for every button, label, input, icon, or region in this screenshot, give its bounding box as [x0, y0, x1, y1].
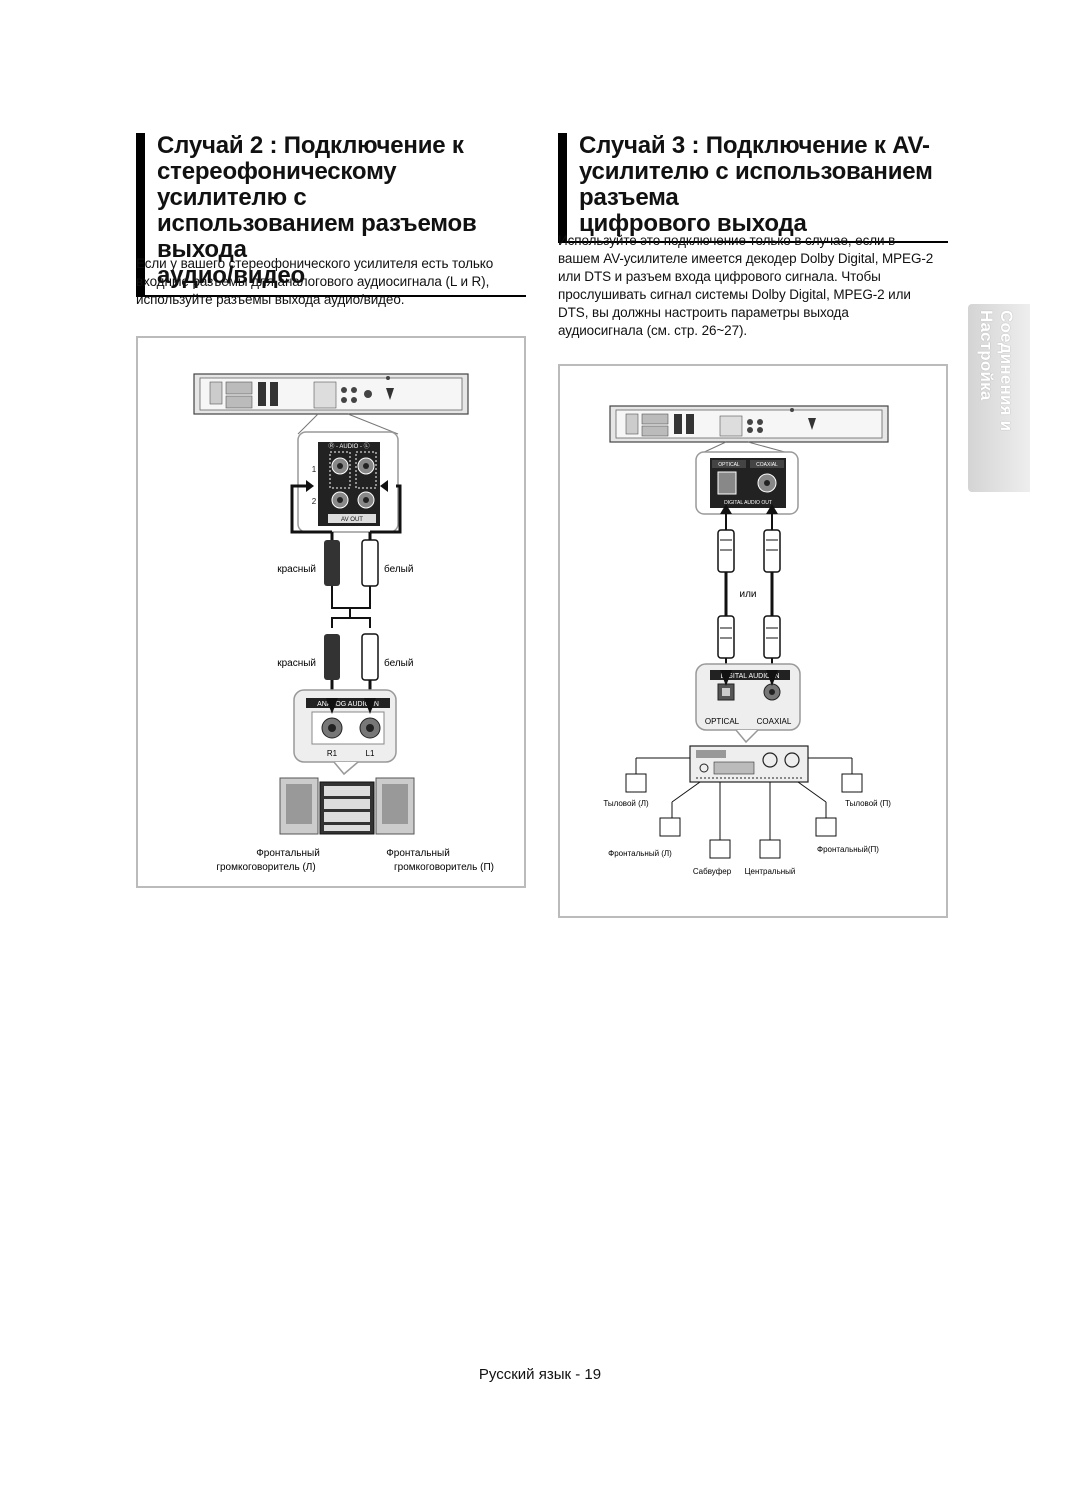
dvd-recorder-rear-panel: [193, 373, 469, 415]
subwoofer-speaker: [709, 839, 731, 859]
left-intro: Если у вашего стереофонического усилител…: [136, 255, 536, 309]
front-right-speaker-line-1: Фронтальный: [386, 848, 450, 859]
right-intro-line-6: аудиосигнала (см. стр. 26~27).: [558, 323, 748, 338]
page-footer: Русский язык - 19: [478, 1366, 602, 1383]
left-title-line-4: аудио/видео: [157, 262, 305, 289]
analog-audio-in-label: ANALOG AUDIO IN: [317, 701, 379, 708]
right-section-heading: Случай 3 : Подключение к AV- усилителю с…: [558, 133, 948, 243]
left-title-line-1: Случай 2 : Подключение к: [157, 132, 464, 159]
center-label: Центральный: [745, 867, 796, 876]
lower-rca-plugs: [324, 633, 379, 698]
audio-label: Ⓡ - AUDIO - Ⓛ: [328, 442, 369, 450]
or-label: или: [739, 589, 756, 600]
rear-left-speaker: [625, 773, 647, 793]
subwoofer-label: Сабвуфер: [693, 867, 732, 876]
digital-audio-out-zoom: OPTICAL COAXIAL DIGITAL AUDIO OUT: [695, 451, 799, 515]
side-tab-label: Соединения и Настройка: [977, 310, 1016, 432]
left-connection-diagram: Ⓡ - AUDIO - Ⓛ 1 2 AV OUT красный белый: [193, 373, 494, 873]
speaker-wiring: [635, 757, 853, 840]
right-diagram-frame: OPTICAL COAXIAL DIGITAL AUDIO OUT или: [558, 364, 948, 918]
red-cable-label-top: красный: [277, 564, 316, 575]
l1-label: L1: [366, 749, 375, 758]
optical-in-label: OPTICAL: [705, 717, 740, 726]
upper-rca-plugs: [324, 532, 379, 600]
left-intro-line-2: входные разъемы для аналогового аудиосиг…: [136, 274, 490, 289]
red-cable-label-bottom: красный: [277, 658, 316, 669]
right-intro-line-4: прослушивать сигнал системы Dolby Digita…: [558, 287, 911, 302]
av-out-connector-zoom: Ⓡ - AUDIO - Ⓛ 1 2 AV OUT: [297, 431, 399, 533]
center-speaker: [759, 839, 781, 859]
front-right-speaker: [815, 817, 837, 837]
row-1-label: 1: [312, 465, 317, 474]
right-intro-line-1: Используйте это подключение только в слу…: [558, 233, 896, 248]
white-cable-label-top: белый: [384, 563, 413, 575]
front-left-label: Фронтальный (Л): [608, 849, 672, 858]
av-out-label: AV OUT: [341, 517, 363, 523]
row-2-label: 2: [312, 497, 317, 506]
analog-audio-in-panel: ANALOG AUDIO IN R1 L1: [293, 689, 397, 763]
coaxial-in-label: COAXIAL: [757, 717, 792, 726]
right-intro-line-5: DTS, вы должны настроить параметры выход…: [558, 305, 849, 320]
right-connection-diagram: OPTICAL COAXIAL DIGITAL AUDIO OUT или: [603, 405, 891, 876]
left-section-heading: Случай 2 : Подключение к стереофоническо…: [136, 133, 526, 297]
av-amplifier: [689, 745, 809, 783]
left-title-line-3: использованием разъемов выхода: [157, 210, 477, 263]
left-diagram-frame: Ⓡ - AUDIO - Ⓛ 1 2 AV OUT красный белый: [136, 336, 526, 888]
coaxial-out-label: COAXIAL: [756, 462, 778, 468]
right-intro-line-3: или DTS и разъем входа цифрового сигнала…: [558, 269, 881, 284]
white-cable-label-bottom: белый: [384, 657, 413, 669]
stereo-system: [279, 777, 415, 835]
rear-right-label: Тыловой (П): [845, 799, 891, 808]
left-intro-line-3: используйте разъемы выхода аудио/видео.: [136, 292, 405, 307]
digital-audio-in-panel: DIGITAL AUDIO IN OPTICAL COAXIAL: [695, 663, 801, 731]
digital-audio-out-label: DIGITAL AUDIO OUT: [724, 500, 772, 506]
right-title-line-2: усилителю с использованием разъема: [579, 158, 933, 211]
left-title-line-2: стереофоническому усилителю с: [157, 158, 397, 211]
upper-digital-plugs: [717, 512, 781, 573]
rear-right-speaker: [841, 773, 863, 793]
rear-left-label: Тыловой (Л): [603, 799, 649, 808]
front-left-speaker-line-2: громкоговоритель (Л): [216, 862, 315, 873]
front-right-label: Фронтальный(П): [817, 845, 879, 854]
optical-out-label: OPTICAL: [718, 462, 740, 468]
right-title-line-3: цифрового выхода: [579, 210, 807, 237]
right-title-line-1: Случай 3 : Подключение к AV-: [579, 132, 930, 159]
r1-label: R1: [327, 749, 338, 758]
dvd-recorder-rear-panel-2: [609, 405, 889, 443]
section-side-tab: Соединения и Настройка: [968, 304, 1030, 492]
lower-digital-plugs: [717, 615, 781, 670]
front-right-speaker-line-2: громкоговоритель (П): [394, 862, 494, 873]
front-left-speaker: [659, 817, 681, 837]
left-intro-line-1: Если у вашего стереофонического усилител…: [136, 256, 494, 271]
front-left-speaker-line-1: Фронтальный: [256, 848, 320, 859]
right-intro-line-2: вашем AV-усилителе имеется декодер Dolby…: [558, 251, 934, 266]
right-intro: Используйте это подключение только в слу…: [558, 232, 958, 340]
digital-audio-in-label: DIGITAL AUDIO IN: [720, 673, 779, 680]
